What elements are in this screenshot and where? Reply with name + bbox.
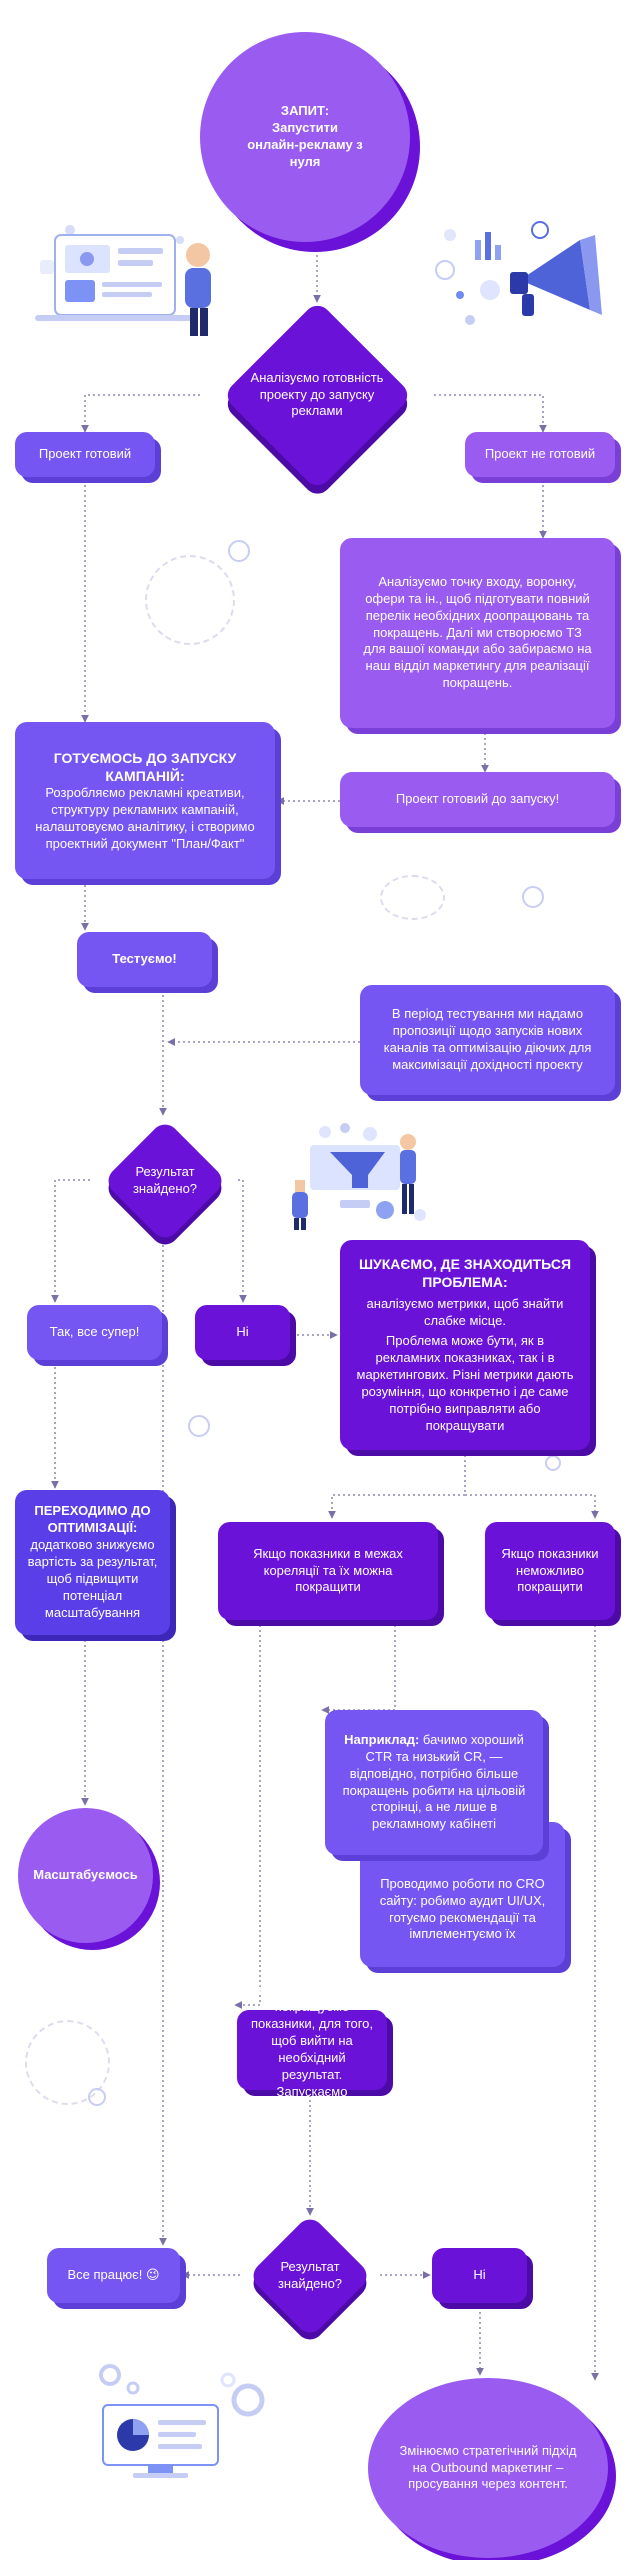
- indicators-can-text: Якщо показники в межах кореляції та їх м…: [253, 1545, 403, 1595]
- analysis-box: Аналізуємо точку входу, воронку, офери т…: [340, 538, 615, 728]
- optimization-text: додатково знижуємо вартість за результат…: [27, 1537, 158, 1620]
- example-text: бачимо хороший CTR та низький CR, — відп…: [342, 1731, 526, 1832]
- start-circle: ЗАПИТ: Запустити онлайн-рекламу з нуля: [200, 32, 410, 242]
- prepare-box: ГОТУЄМОСЬ ДО ЗАПУСКУ КАМПАНІЙ: Розробляє…: [15, 722, 275, 879]
- search-problem-p1: аналізуємо метрики, щоб знайти слабке мі…: [366, 1295, 564, 1328]
- analysis-text: Аналізуємо точку входу, воронку, офери т…: [363, 573, 592, 691]
- connector-search-split-right: [465, 1494, 599, 1519]
- yes-super-text: Так, все супер!: [49, 1324, 140, 1340]
- optimization-box: ПЕРЕХОДИМО ДО ОПТИМІЗАЦІЇ: додатково зни…: [15, 1490, 170, 1635]
- connector-to-yes: [51, 1179, 90, 1303]
- funnel-illustration: [290, 1120, 435, 1230]
- testing-box: Тестуємо!: [77, 932, 212, 987]
- outbound-text: Змінюємо стратегічний підхід на Outbound…: [399, 2442, 577, 2492]
- example-content: Наприклад: бачимо хороший CTR та низький…: [339, 1732, 529, 1833]
- connector-can-retest: [234, 1620, 261, 2009]
- ready-branch-text: Проект готовий: [38, 446, 132, 462]
- cro-text: Проводимо роботи по CRO сайту: робимо ау…: [379, 1875, 546, 1942]
- search-problem-title: ШУКАЄМО, ДЕ ЗНАХОДИТЬСЯ ПРОБЛЕМА:: [358, 1256, 572, 1291]
- decision-readiness-text: Аналізуємо готовність проекту до запуску…: [250, 369, 384, 419]
- search-problem-p2: Проблема може бути, як в рекламних показ…: [356, 1333, 574, 1433]
- analytics-monitor-illustration: [88, 2360, 278, 2480]
- indicators-cannot-box: Якщо показники неможливо покращити: [485, 1522, 615, 1620]
- prepare-title: ГОТУЄМОСЬ ДО ЗАПУСКУ КАМПАНІЙ:: [53, 749, 237, 784]
- search-problem-box: ШУКАЄМО, ДЕ ЗНАХОДИТЬСЯ ПРОБЛЕМА: аналіз…: [340, 1240, 590, 1450]
- ready-branch-box: Проект готовий: [15, 432, 155, 477]
- laptop-illustration: [30, 210, 215, 340]
- ring-decoration-1: [228, 540, 250, 562]
- outbound-circle: Змінюємо стратегічний підхід на Outbound…: [368, 2378, 608, 2558]
- connector-search-split: [328, 1450, 466, 1519]
- retest-box: Беремо в роботу та покращуємо показники,…: [237, 1982, 387, 2116]
- ring-decoration-4: [545, 1455, 561, 1471]
- no-2-text: Ні: [473, 2267, 486, 2283]
- connector-to-ready: [81, 394, 200, 433]
- dashed-circle-decoration-1: [145, 555, 235, 645]
- not-ready-branch-text: Проект не готовий: [484, 446, 596, 462]
- all-works-box: Все працює! 😉: [47, 2248, 180, 2303]
- example-label: Наприклад:: [344, 1731, 420, 1747]
- decision-result-2: Результат знайдено?: [232, 2213, 388, 2339]
- connector-can-example: [321, 1620, 396, 1714]
- ready-for-launch-box: Проект готовий до запуску!: [340, 772, 615, 827]
- yes-super-box: Так, все супер!: [27, 1305, 162, 1360]
- decision-readiness: Аналізуємо готовність проекту до запуску…: [190, 299, 444, 491]
- indicators-can-box: Якщо показники в межах кореляції та їх м…: [218, 1522, 438, 1620]
- start-title: ЗАПИТ:: [280, 103, 330, 119]
- no-2-box: Ні: [432, 2248, 527, 2303]
- scaling-circle: Масштабуємось: [18, 1808, 153, 1943]
- start-text: Запустити онлайн-рекламу з нуля: [247, 120, 363, 169]
- testing-text: Тестуємо!: [112, 951, 177, 967]
- dashed-circle-decoration-2: [380, 875, 445, 920]
- scaling-text: Масштабуємось: [33, 1867, 138, 1883]
- no-1-box: Ні: [195, 1305, 290, 1360]
- connector-to-no: [238, 1179, 247, 1303]
- testing-note-box: В період тестування ми надамо пропозиції…: [360, 985, 615, 1095]
- no-1-text: Ні: [236, 1324, 249, 1340]
- connector-to-not-ready: [434, 394, 547, 433]
- dashed-circle-decoration-3: [25, 2020, 110, 2105]
- decision-result-1: Результат знайдено?: [85, 1118, 245, 1243]
- ready-for-launch-text: Проект готовий до запуску!: [395, 791, 560, 807]
- decision-result-1-text: Результат знайдено?: [132, 1163, 198, 1196]
- all-works-text: Все працює! 😉: [67, 2267, 160, 2283]
- decision-result-2-text: Результат знайдено?: [277, 2259, 343, 2291]
- example-box: Наприклад: бачимо хороший CTR та низький…: [325, 1710, 543, 1855]
- prepare-text: Розробляємо рекламні креативи, структуру…: [35, 784, 255, 851]
- indicators-cannot-text: Якщо показники неможливо покращити: [501, 1545, 599, 1595]
- ring-decoration-5: [88, 2088, 106, 2106]
- ring-decoration-3: [188, 1415, 210, 1437]
- testing-note-text: В період тестування ми надамо пропозиції…: [383, 1006, 592, 1072]
- retest-text: Беремо в роботу та покращуємо показники,…: [250, 1982, 374, 2116]
- megaphone-illustration: [430, 210, 615, 335]
- not-ready-branch-box: Проект не готовий: [465, 432, 615, 477]
- optimization-title: ПЕРЕХОДИМО ДО ОПТИМІЗАЦІЇ:: [34, 1503, 151, 1536]
- ring-decoration-2: [522, 886, 544, 908]
